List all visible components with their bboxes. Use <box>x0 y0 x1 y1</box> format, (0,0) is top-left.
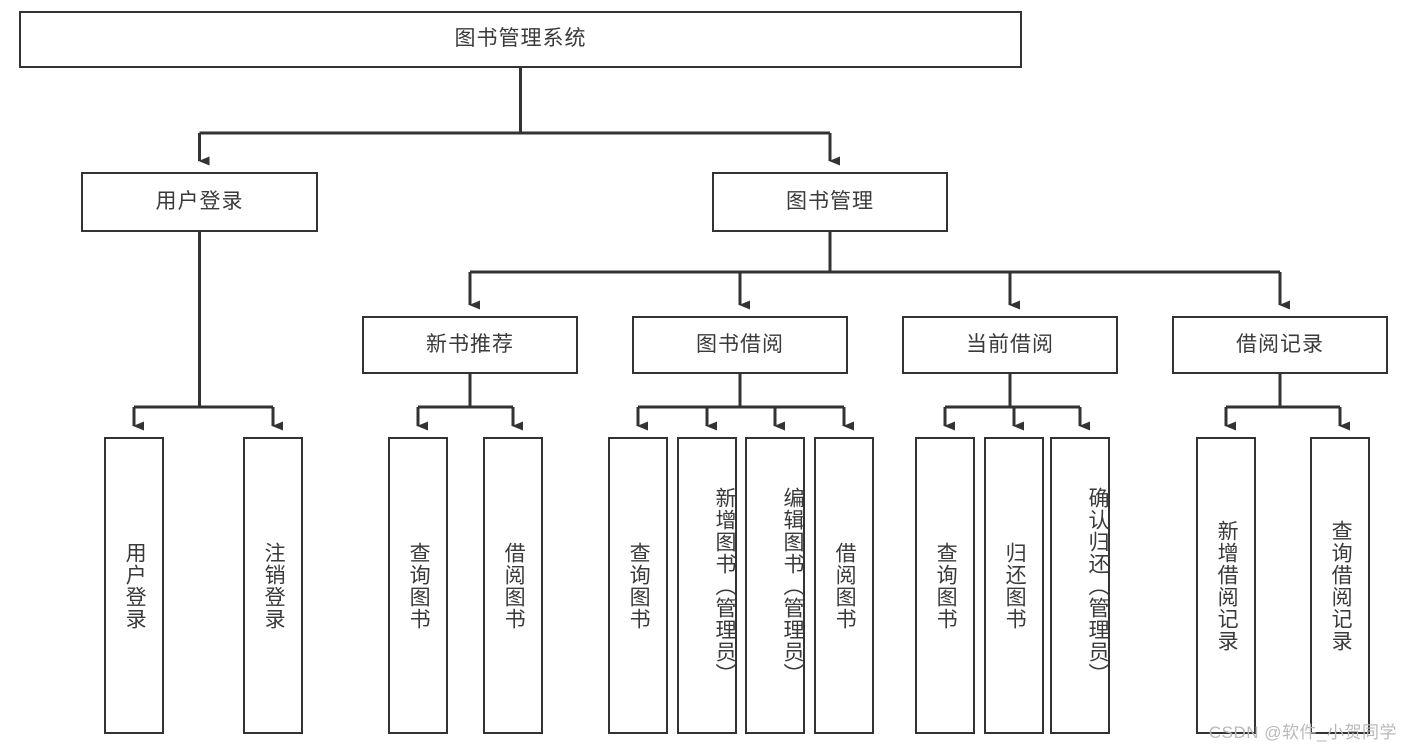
leaf-query-book-recommend[interactable]: 查询图书 <box>388 437 448 734</box>
leaf-confirm-return-admin[interactable]: 确认归还（管理员） <box>1050 437 1110 734</box>
node-new-book-recommend-label: 新书推荐 <box>426 332 514 356</box>
node-user-login-label: 用户登录 <box>155 189 244 213</box>
leaf-add-book-admin[interactable]: 新增图书（管理员） <box>677 437 737 734</box>
leaf-borrow-book-recommend[interactable]: 借阅图书 <box>483 437 543 734</box>
leaf-query-borrow-record-label: 查询借阅记录 <box>1329 519 1353 652</box>
watermark: CSDN @软件_小贺同学 <box>1208 723 1397 742</box>
node-borrow-record-label: 借阅记录 <box>1236 332 1324 356</box>
node-current-borrow-label: 当前借阅 <box>966 332 1054 356</box>
leaf-return-book-label: 归还图书 <box>1003 541 1027 630</box>
connector-bookborrow-to-leaves <box>636 374 854 431</box>
node-current-borrow[interactable]: 当前借阅 <box>902 316 1118 374</box>
leaf-user-login-label: 用户登录 <box>123 541 147 630</box>
leaf-query-book-recommend-label: 查询图书 <box>407 541 431 630</box>
leaf-add-book-admin-label: 新增图书（管理员） <box>713 486 736 685</box>
connector-userlogin-to-leaves <box>132 232 283 431</box>
leaf-borrow-book-label: 借阅图书 <box>833 541 857 630</box>
leaf-borrow-book[interactable]: 借阅图书 <box>814 437 874 734</box>
leaf-add-borrow-record-label: 新增借阅记录 <box>1215 519 1239 652</box>
node-root-label: 图书管理系统 <box>454 27 587 51</box>
node-book-borrow-label: 图书借阅 <box>696 332 784 356</box>
connector-recommend-to-leaves <box>416 374 523 431</box>
node-book-management-label: 图书管理 <box>786 189 874 213</box>
connector-bookmgmt-to-level3 <box>468 232 1290 310</box>
connector-borrowrecord-to-leaves <box>1224 374 1350 431</box>
node-book-borrow[interactable]: 图书借阅 <box>632 316 848 374</box>
node-root[interactable]: 图书管理系统 <box>19 11 1022 68</box>
leaf-edit-book-admin-label: 编辑图书（管理员） <box>781 486 804 685</box>
leaf-user-login[interactable]: 用户登录 <box>104 437 164 734</box>
node-user-login[interactable]: 用户登录 <box>81 172 318 232</box>
leaf-query-book-current-label: 查询图书 <box>934 541 958 630</box>
leaf-edit-book-admin[interactable]: 编辑图书（管理员） <box>745 437 805 734</box>
leaf-add-borrow-record[interactable]: 新增借阅记录 <box>1196 437 1256 734</box>
connector-root-to-level2 <box>198 68 840 166</box>
leaf-return-book[interactable]: 归还图书 <box>984 437 1044 734</box>
node-borrow-record[interactable]: 借阅记录 <box>1172 316 1388 374</box>
leaf-logout[interactable]: 注销登录 <box>243 437 303 734</box>
leaf-confirm-return-admin-label: 确认归还（管理员） <box>1086 486 1109 685</box>
node-book-management[interactable]: 图书管理 <box>712 172 948 232</box>
connector-currentborrow-to-leaves <box>943 374 1090 431</box>
leaf-query-book-borrow-label: 查询图书 <box>627 541 651 630</box>
leaf-query-borrow-record[interactable]: 查询借阅记录 <box>1310 437 1370 734</box>
leaf-borrow-book-recommend-label: 借阅图书 <box>502 541 526 630</box>
leaf-query-book-borrow[interactable]: 查询图书 <box>608 437 668 734</box>
leaf-logout-label: 注销登录 <box>262 541 286 630</box>
leaf-query-book-current[interactable]: 查询图书 <box>915 437 975 734</box>
node-new-book-recommend[interactable]: 新书推荐 <box>362 316 578 374</box>
